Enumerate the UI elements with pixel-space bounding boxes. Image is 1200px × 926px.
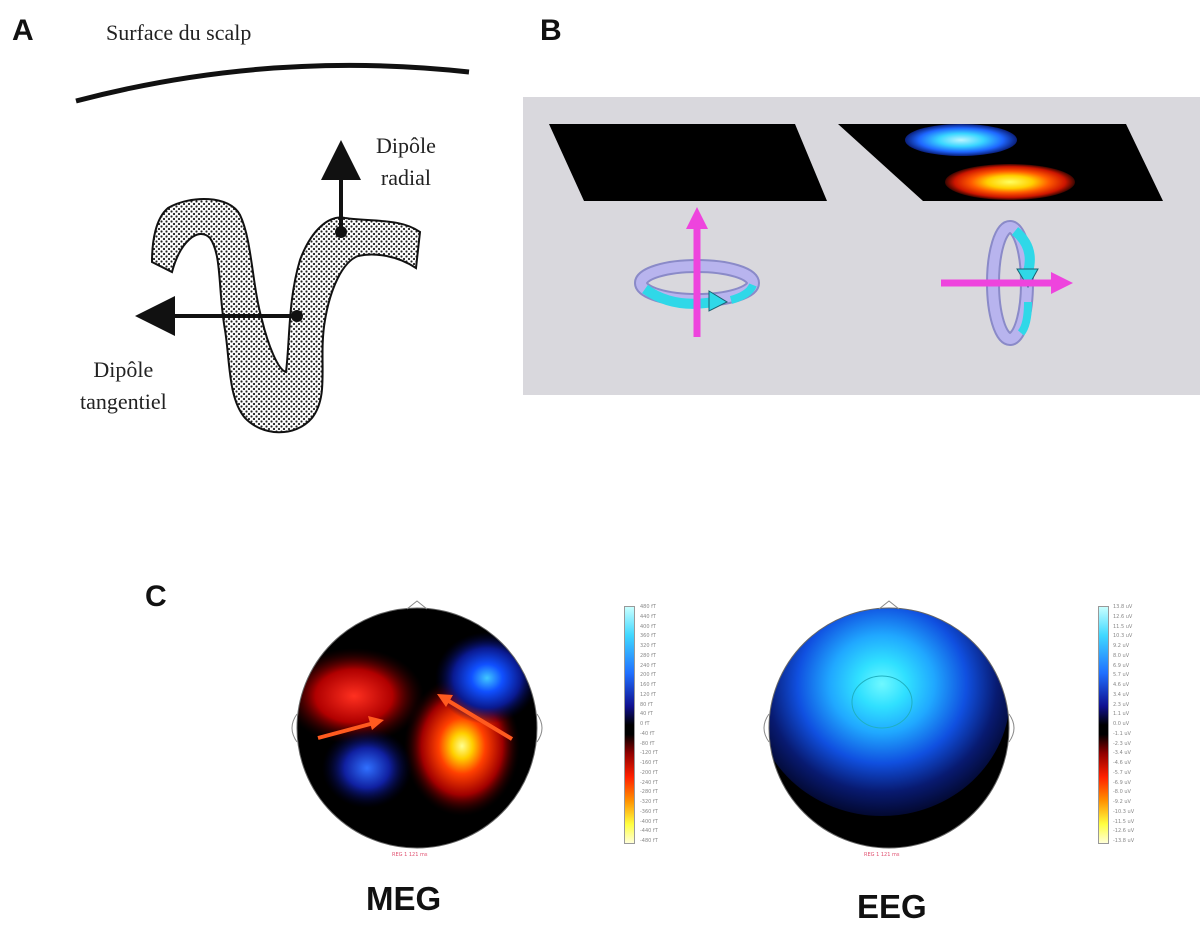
eeg-colorbar-tick-label: -1.1 uV xyxy=(1113,730,1131,737)
meg-colorbar-tick-label: -360 fT xyxy=(640,808,658,815)
meg-colorbar-tick-label: -200 fT xyxy=(640,769,658,776)
meg-colorbar-tick-label: 80 fT xyxy=(640,701,653,708)
eeg-colorbar-tick-label: 3.4 uV xyxy=(1113,691,1130,698)
eeg-colorbar-tick-label: 11.5 uV xyxy=(1113,623,1133,630)
eeg-colorbar-tick-label: -3.4 uV xyxy=(1113,750,1131,757)
meg-colorbar-tick-label: -440 fT xyxy=(640,828,658,835)
eeg-colorbar-tick-label: 1.1 uV xyxy=(1113,711,1130,718)
eeg-colorbar-tick-label: -4.6 uV xyxy=(1113,760,1131,766)
eeg-footer-text: REG 1 121 ms xyxy=(864,852,900,858)
eeg-colorbar-labels: 13.8 uV 12.6 uV 11.5 uV 10.3 uV 9.2 uV 8.0 uV… xyxy=(1113,604,1134,844)
tangential-dipole-label: Dipôle tangentiel xyxy=(80,354,167,418)
eeg-colorbar xyxy=(1098,606,1109,844)
eeg-colorbar-tick-label: 0.0 uV xyxy=(1113,721,1130,727)
eeg-colorbar-tick-label: -11.5 uV xyxy=(1113,818,1135,825)
left-sensor-plane xyxy=(549,124,827,201)
meg-colorbar-tick-label: 440 fT xyxy=(640,613,656,620)
meg-colorbar-tick-label: 480 fT xyxy=(640,604,656,610)
eeg-colorbar-tick-label: -9.2 uV xyxy=(1113,799,1131,805)
radial-dipole-label: Dipôle radial xyxy=(376,130,436,194)
meg-colorbar-tick-label: -320 fT xyxy=(640,799,658,805)
eeg-label: EEG xyxy=(857,888,927,925)
eeg-colorbar-tick-label: -8.0 uV xyxy=(1113,789,1131,796)
meg-arrow-right xyxy=(437,694,453,707)
meg-colorbar-tick-label: 0 fT xyxy=(640,721,650,727)
meg-colorbar-tick-label: -160 fT xyxy=(640,760,658,766)
radial-dipole-label-line2: radial xyxy=(380,165,431,190)
dipole-orientation-illustration xyxy=(523,97,1200,395)
meg-colorbar-tick-label: -480 fT xyxy=(640,838,658,844)
eeg-colorbar-tick-label: 10.3 uV xyxy=(1113,633,1133,640)
meg-colorbar-tick-label: 160 fT xyxy=(640,682,656,688)
eeg-colorbar-tick-label: 12.6 uV xyxy=(1113,613,1133,620)
radial-dipole-label-line1: Dipôle xyxy=(376,133,436,158)
eeg-colorbar-tick-label: 5.7 uV xyxy=(1113,672,1130,679)
meg-colorbar-tick-label: 240 fT xyxy=(640,662,656,669)
eeg-colorbar-tick-label: -12.6 uV xyxy=(1113,828,1135,835)
meg-colorbar xyxy=(624,606,635,844)
eeg-colorbar-tick-label: 6.9 uV xyxy=(1113,662,1130,669)
panel-a-letter: A xyxy=(12,14,34,47)
panel-c-letter: C xyxy=(145,580,167,613)
cortex-gyrus-shape xyxy=(150,198,422,434)
meg-colorbar-tick-label: 280 fT xyxy=(640,652,656,659)
positive-field-spot xyxy=(945,164,1075,200)
radial-dipole-magenta-arrow xyxy=(686,207,708,229)
meg-colorbar-tick-label: 320 fT xyxy=(640,643,656,649)
meg-colorbar-tick-label: -240 fT xyxy=(640,779,658,786)
meg-colorbar-tick-label: -40 fT xyxy=(640,730,655,737)
tangential-dipole-label-line2: tangentiel xyxy=(80,389,167,414)
meg-colorbar-tick-label: -80 fT xyxy=(640,740,655,747)
eeg-colorbar-tick-label: 8.0 uV xyxy=(1113,652,1130,659)
meg-topography-map xyxy=(291,600,543,849)
meg-colorbar-tick-label: 400 fT xyxy=(640,623,656,630)
scalp-surface-curve xyxy=(75,62,470,104)
eeg-colorbar-tick-label: 9.2 uV xyxy=(1113,643,1130,649)
meg-colorbar-tick-label: -280 fT xyxy=(640,789,658,796)
meg-colorbar-tick-label: 40 fT xyxy=(640,711,653,718)
eeg-colorbar-tick-label: -5.7 uV xyxy=(1113,769,1131,776)
cortex-diagram xyxy=(75,62,470,434)
eeg-colorbar-tick-label: -6.9 uV xyxy=(1113,779,1131,786)
eeg-colorbar-tick-label: -10.3 uV xyxy=(1113,808,1135,815)
eeg-colorbar-tick-label: -13.8 uV xyxy=(1113,838,1135,844)
eeg-colorbar-tick-label: 2.3 uV xyxy=(1113,701,1130,708)
eeg-topography-map xyxy=(763,600,1015,849)
panel-b-letter: B xyxy=(540,14,562,47)
eeg-colorbar-tick-label: -2.3 uV xyxy=(1113,740,1131,747)
meg-colorbar-labels: 480 fT 440 fT 400 fT 360 fT 320 fT 280 fT 240 … xyxy=(640,604,658,844)
negative-field-spot xyxy=(905,124,1017,156)
tangential-dipole-label-line1: Dipôle xyxy=(93,357,154,382)
meg-arrow-left xyxy=(368,716,384,730)
meg-colorbar-tick-label: 360 fT xyxy=(640,633,656,640)
meg-footer-text: REG 1 121 ms xyxy=(392,852,428,858)
meg-colorbar-tick-label: -400 fT xyxy=(640,818,658,825)
meg-label: MEG xyxy=(366,880,442,917)
tangential-dipole-magenta-arrow xyxy=(1051,272,1073,294)
scalp-surface-label: Surface du scalp xyxy=(106,20,252,45)
meg-colorbar-tick-label: 200 fT xyxy=(640,672,656,679)
meg-colorbar-tick-label: 120 fT xyxy=(640,691,656,698)
meg-colorbar-tick-label: -120 fT xyxy=(640,750,658,757)
eeg-colorbar-tick-label: 4.6 uV xyxy=(1113,682,1130,688)
eeg-colorbar-tick-label: 13.8 uV xyxy=(1113,604,1133,610)
